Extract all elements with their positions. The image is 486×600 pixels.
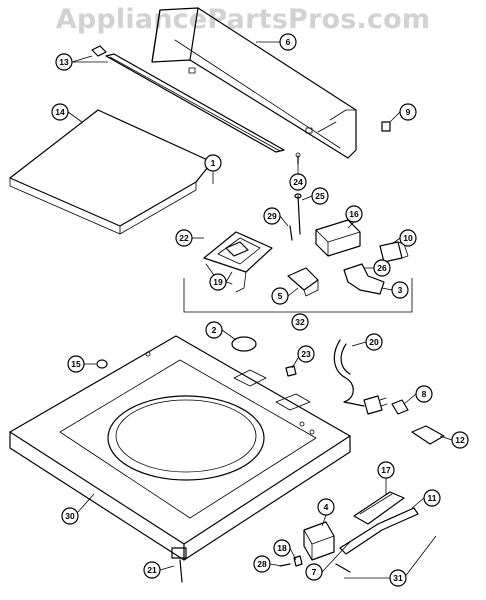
washer-top-cabinet — [9, 335, 351, 561]
svg-text:13: 13 — [59, 57, 69, 67]
callout-22: 22 — [175, 229, 204, 247]
hinge-arm-11 — [339, 507, 419, 555]
clip-13 — [91, 45, 107, 57]
svg-text:32: 32 — [295, 317, 305, 327]
callout-21: 21 — [143, 561, 175, 579]
callout-16: 16 — [345, 205, 363, 229]
callout-7: 7 — [305, 541, 351, 581]
svg-text:22: 22 — [179, 233, 189, 243]
svg-text:23: 23 — [301, 349, 311, 359]
switch-block-16 — [315, 219, 361, 257]
callout-4: 4 — [317, 498, 335, 527]
screw-18 — [293, 555, 303, 567]
callout-6: 6 — [256, 33, 297, 51]
callout-11: 11 — [411, 489, 441, 509]
svg-text:17: 17 — [381, 465, 391, 475]
callout-13: 13 — [55, 53, 108, 71]
switch-4 — [303, 521, 335, 561]
callout-25: 25 — [301, 187, 329, 205]
svg-text:29: 29 — [267, 211, 277, 221]
svg-text:31: 31 — [393, 573, 403, 583]
callout-20: 20 — [351, 333, 383, 351]
screw-25 — [294, 193, 302, 235]
svg-text:14: 14 — [55, 107, 65, 117]
svg-text:19: 19 — [213, 277, 223, 287]
power-cord — [333, 339, 388, 415]
callout-9: 9 — [389, 103, 417, 123]
svg-text:15: 15 — [71, 359, 81, 369]
bumper-2 — [231, 336, 257, 352]
grommet-15 — [96, 359, 108, 369]
strain-relief-8 — [391, 399, 409, 415]
watermark-text: AppliancePartsPros.com — [55, 4, 431, 35]
svg-text:10: 10 — [403, 233, 413, 243]
callout-29: 29 — [263, 207, 289, 227]
clip-9 — [381, 121, 391, 132]
svg-text:28: 28 — [257, 559, 267, 569]
control-console-panel — [151, 7, 357, 159]
callout-19: 19 — [209, 271, 233, 291]
callout-17: 17 — [377, 461, 395, 494]
screw-24 — [295, 152, 301, 165]
svg-text:5: 5 — [278, 291, 283, 301]
hinge-12 — [411, 425, 445, 445]
lid-switch-actuator — [287, 267, 319, 297]
callout-5: 5 — [271, 287, 299, 305]
callout-8: 8 — [403, 385, 433, 405]
svg-text:11: 11 — [428, 493, 437, 503]
svg-text:25: 25 — [315, 191, 325, 201]
svg-text:3: 3 — [398, 285, 403, 295]
svg-text:20: 20 — [369, 337, 379, 347]
svg-text:1: 1 — [211, 158, 216, 168]
svg-text:26: 26 — [377, 263, 387, 273]
washer-lid — [9, 109, 213, 235]
callout-12: 12 — [439, 431, 469, 449]
svg-text:12: 12 — [455, 435, 465, 445]
screw-28 — [279, 563, 291, 567]
screw-23 — [285, 365, 297, 377]
svg-text:18: 18 — [277, 543, 287, 553]
callout-28: 28 — [253, 555, 283, 573]
svg-text:30: 30 — [65, 511, 75, 521]
screw-29 — [289, 225, 293, 241]
hinge-bracket-17 — [353, 491, 405, 525]
screw-21 — [171, 547, 187, 583]
callout-1: 1 — [204, 154, 222, 184]
callout-32: 32 — [291, 313, 309, 331]
callout-3: 3 — [381, 281, 409, 299]
console-trim-strip — [105, 53, 285, 153]
callout-14: 14 — [51, 103, 83, 123]
callout-23: 23 — [291, 345, 315, 369]
callout-26: 26 — [364, 259, 391, 277]
callout-31: 31 — [344, 535, 437, 587]
svg-text:8: 8 — [422, 389, 427, 399]
callout-30: 30 — [61, 493, 95, 525]
callout-15: 15 — [67, 355, 96, 373]
svg-text:7: 7 — [312, 567, 317, 577]
callout-10: 10 — [391, 229, 417, 247]
fuse-10 — [379, 241, 409, 263]
svg-text:24: 24 — [293, 177, 303, 187]
svg-text:2: 2 — [212, 325, 217, 335]
hinge-pin-31 — [335, 563, 351, 573]
callout-24: 24 — [289, 162, 307, 191]
svg-text:4: 4 — [324, 502, 329, 512]
group-bracket-32 — [183, 278, 413, 313]
svg-text:9: 9 — [406, 107, 411, 117]
svg-text:6: 6 — [286, 37, 291, 47]
callout-18: 18 — [273, 539, 297, 561]
callout-2: 2 — [205, 321, 237, 341]
svg-text:21: 21 — [147, 565, 157, 575]
svg-text:16: 16 — [349, 209, 359, 219]
